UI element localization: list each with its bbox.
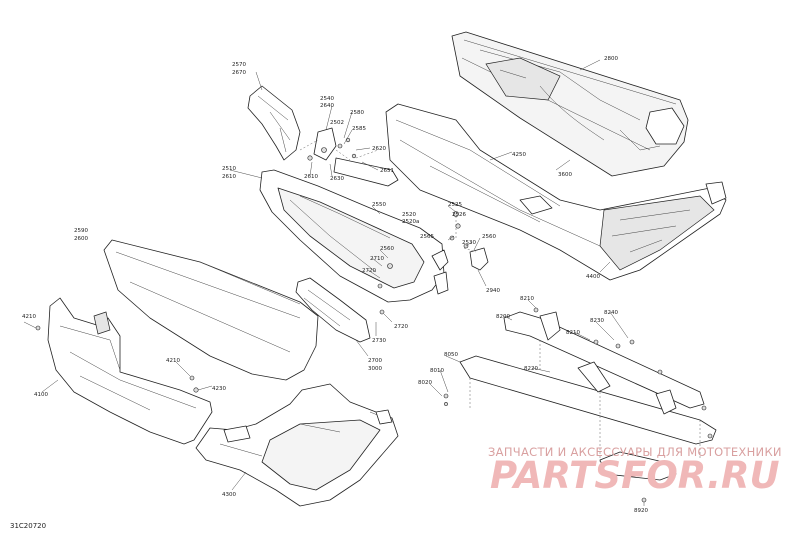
label-4400: 4400 [586, 274, 600, 280]
label-2670: 2670 [232, 70, 246, 76]
label-8220: 8220 [524, 366, 538, 372]
label-8230: 8230 [590, 318, 604, 324]
label-2560-b: 2560 [380, 246, 394, 252]
watermark-tagline: ЗАПЧАСТИ И АКСЕССУАРЫ ДЛЯ МОТОТЕХНИКИ [488, 445, 782, 459]
label-4210-b: 4210 [166, 358, 180, 364]
label-2550: 2550 [372, 202, 386, 208]
label-8020: 8020 [418, 380, 432, 386]
label-8240: 8240 [604, 310, 618, 316]
label-2710: 2710 [370, 256, 384, 262]
label-8200: 8200 [496, 314, 510, 320]
label-4250: 4250 [512, 152, 526, 158]
label-2620: 2620 [372, 146, 386, 152]
label-3600: 3600 [558, 172, 572, 178]
part-2590-door-panel [103, 239, 319, 381]
label-4210-a: 4210 [22, 314, 36, 320]
diagram-code: 31C20720 [10, 522, 46, 530]
label-2526: 2526 [452, 212, 466, 218]
label-4300: 4300 [222, 492, 236, 498]
label-2502: 2502 [330, 120, 344, 126]
label-2520: 2520 [402, 212, 416, 218]
label-2530: 2530 [462, 240, 476, 246]
label-2720-b: 2720 [394, 324, 408, 330]
part-2510-door-frame [259, 169, 449, 303]
label-2651: 2651 [380, 168, 394, 174]
label-2700: 2700 [368, 358, 382, 364]
label-4230: 4230 [212, 386, 226, 392]
part-4250-main-side-panel [385, 103, 727, 281]
label-2570: 2570 [232, 62, 246, 68]
label-2590: 2590 [74, 228, 88, 234]
label-2610-b: 2610 [222, 174, 236, 180]
watermark-logo: PARTSFOR.RU [490, 454, 780, 497]
label-2940: 2940 [486, 288, 500, 294]
label-2540: 2540 [320, 96, 334, 102]
label-2585: 2585 [352, 126, 366, 132]
label-4100: 4100 [34, 392, 48, 398]
label-2640: 2640 [320, 103, 334, 109]
watermark: ЗАПЧАСТИ И АКСЕССУАРЫ ДЛЯ МОТОТЕХНИКИ PA… [488, 445, 782, 497]
label-2520a: 2520а [402, 219, 419, 225]
part-4300-lower-panel [195, 383, 399, 507]
label-2630: 2630 [330, 176, 344, 182]
label-8050: 8050 [444, 352, 458, 358]
label-2800: 2800 [604, 56, 618, 62]
part-2570-bracket [247, 85, 301, 161]
label-2730: 2730 [372, 338, 386, 344]
label-3000: 3000 [368, 366, 382, 372]
label-2600: 2600 [74, 236, 88, 242]
label-8010: 8010 [430, 368, 444, 374]
part-4100-lower-panel [47, 297, 213, 445]
label-2580: 2580 [350, 110, 364, 116]
label-2525: 2525 [448, 202, 462, 208]
leader-lines [23, 59, 645, 506]
label-2565: 2565 [420, 234, 434, 240]
label-2610-a: 2610 [304, 174, 318, 180]
label-8210-b: 8210 [566, 330, 580, 336]
part-labels: 2800 2570 2670 2540 2640 2580 2502 2585 … [22, 56, 648, 514]
label-2560-a: 2560 [482, 234, 496, 240]
part-2700-grab-panel [295, 277, 385, 343]
label-2510: 2510 [222, 166, 236, 172]
label-8920: 8920 [634, 508, 648, 514]
part-8000-tube-frame [443, 307, 717, 503]
label-2720-a: 2720 [362, 268, 376, 274]
hardware-cluster-2525 [449, 211, 489, 271]
label-8210-a: 8210 [520, 296, 534, 302]
hardware-cluster-2540 [299, 127, 399, 187]
part-2800-upper-side-panel [451, 31, 689, 177]
